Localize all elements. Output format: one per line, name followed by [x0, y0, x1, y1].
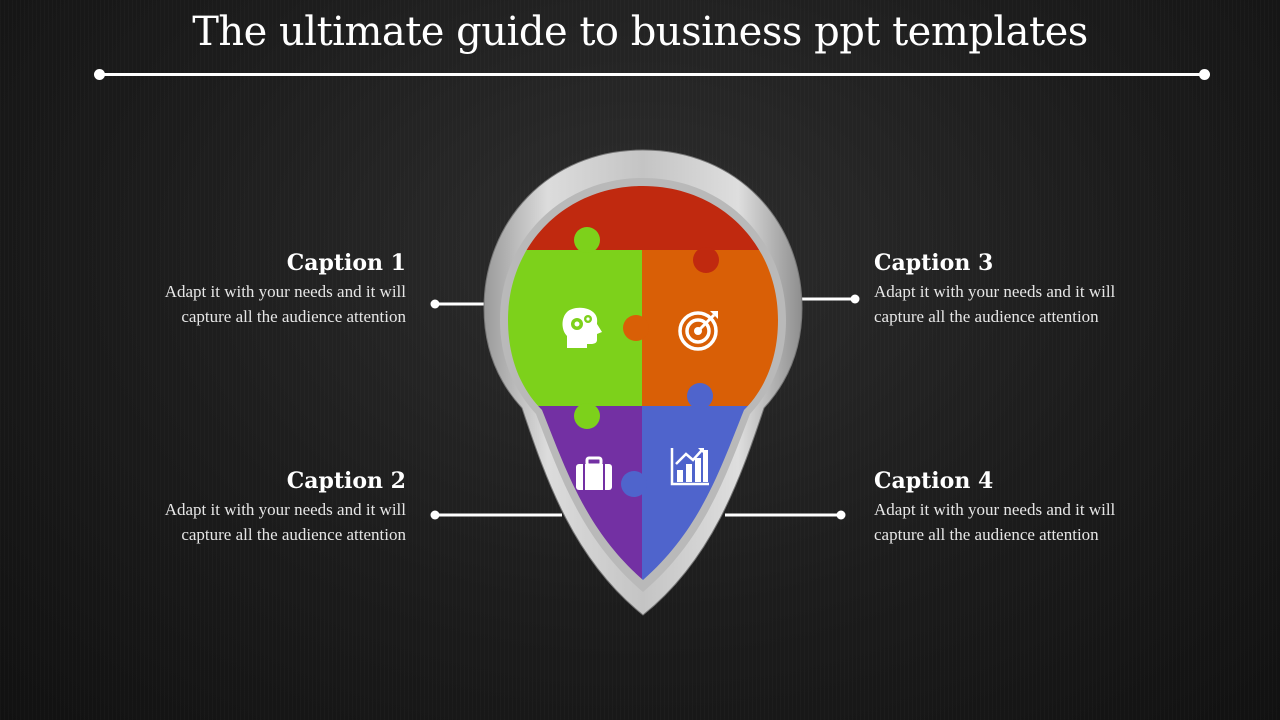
caption-3-heading: Caption 3	[874, 250, 994, 276]
caption-4-text: Adapt it with your needs and it will cap…	[874, 500, 1116, 544]
caption-2: Caption 2 Adapt it with your needs and i…	[116, 467, 406, 547]
connector-dot-caption-3	[850, 294, 860, 304]
title-divider	[99, 73, 1205, 76]
divider-dot-left	[94, 69, 105, 80]
page-title: The ultimate guide to business ppt templ…	[192, 9, 1088, 55]
briefcase-icon	[576, 456, 612, 490]
caption-2-heading: Caption 2	[286, 468, 406, 494]
connector-dot-caption-2	[430, 510, 440, 520]
puzzle-knob	[623, 315, 649, 341]
head-gears-icon	[562, 307, 602, 348]
puzzle-knob	[574, 227, 600, 253]
puzzle-knob	[693, 247, 719, 273]
puzzle-knob	[574, 403, 600, 429]
caption-1-heading: Caption 1	[286, 250, 406, 276]
target-icon	[678, 311, 718, 351]
caption-1: Caption 1 Adapt it with your needs and i…	[116, 249, 406, 329]
caption-4: Caption 4 Adapt it with your needs and i…	[874, 467, 1164, 547]
growth-chart-icon	[670, 448, 709, 486]
caption-3-text: Adapt it with your needs and it will cap…	[874, 282, 1116, 326]
caption-2-text: Adapt it with your needs and it will cap…	[164, 500, 406, 544]
puzzle-knob	[621, 471, 647, 497]
puzzle-knob	[687, 383, 713, 409]
connector-lines	[430, 294, 860, 520]
connector-dot-caption-1	[430, 299, 440, 309]
divider-dot-right	[1199, 69, 1210, 80]
caption-4-heading: Caption 4	[874, 468, 994, 494]
connector-dot-caption-4	[836, 510, 846, 520]
caption-3: Caption 3 Adapt it with your needs and i…	[874, 249, 1164, 329]
caption-1-text: Adapt it with your needs and it will cap…	[164, 282, 406, 326]
